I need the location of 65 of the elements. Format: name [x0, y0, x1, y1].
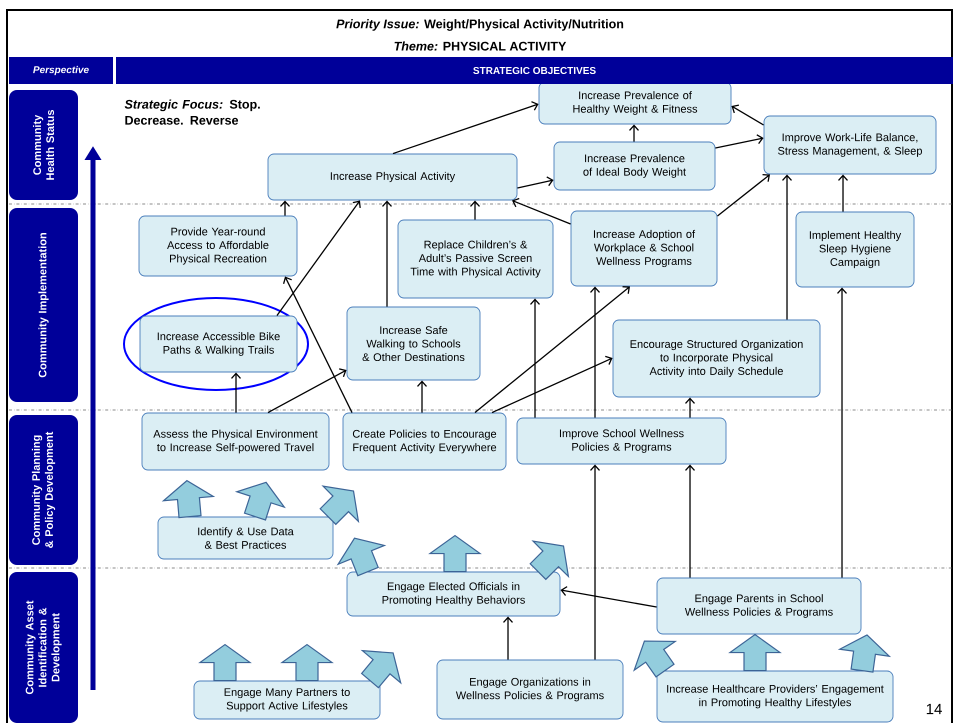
process-box: Engage Parents in School Wellness Policies & Programs	[656, 578, 862, 634]
title: Priority Issue: Weight/Physical Activity/Nutrition	[336, 19, 624, 31]
arrow	[282, 276, 353, 413]
process-box: Increase Physical Activity	[268, 154, 518, 200]
process-box: Increase Prevalence of Ideal Body Weight	[554, 142, 716, 190]
arrow	[590, 464, 600, 660]
process-box: Implement Healthy Sleep Hygiene Campaign	[796, 212, 914, 288]
process-box: Increase Prevalence of Healthy Weight & Fitness	[538, 82, 732, 124]
block-arrow	[838, 634, 892, 673]
arrow	[715, 134, 764, 149]
header-band: Perspective	[9, 57, 113, 84]
arrow	[231, 372, 241, 413]
block-arrow	[428, 534, 482, 572]
arrow	[717, 174, 770, 217]
process-box: Increase Safe Walking to Schools & Other Destinations	[346, 306, 480, 380]
arrow	[517, 176, 554, 189]
arrow	[530, 298, 540, 418]
arrow	[629, 124, 639, 142]
arrow	[392, 101, 539, 154]
arrow	[268, 368, 347, 414]
process-box: Create Policies to Encourage Frequent Activity Everywhere	[342, 412, 506, 470]
perspective-band: Community Health Status	[9, 90, 78, 200]
process-box: Replace Children’s & Adult’s Passive Screen Time with Physical Activity	[398, 220, 554, 298]
block-arrow	[280, 644, 334, 682]
arrow	[470, 200, 480, 220]
arrow	[280, 200, 290, 216]
process-box: Increase Accessible Bike Paths & Walking Trails	[140, 316, 298, 372]
process-box: Encourage Structured Organization to Incorporate Physical Activity into Daily Schedule	[612, 320, 820, 398]
process-box: Assess the Physical Environment to Increase Self-powered Travel	[142, 412, 330, 470]
arrow	[503, 616, 513, 660]
arrow	[590, 286, 600, 418]
process-box: Increase Healthcare Providers’ Engagement in Promoting Healthy Lifestyles	[656, 670, 894, 722]
process-box: Identify & Use Data & Best Practices	[158, 516, 334, 560]
arrow	[382, 200, 392, 307]
page-number: 14	[926, 704, 942, 714]
arrow	[837, 287, 847, 578]
arrow	[685, 464, 695, 578]
arrow	[512, 198, 571, 225]
block-arrow	[162, 480, 216, 518]
block-arrow	[360, 650, 402, 688]
perspective-band: Community Planning & Policy Development	[9, 415, 78, 565]
block-arrow	[198, 644, 252, 682]
process-box: Increase Adoption of Workplace & School Wellness Programs	[570, 210, 718, 286]
arrow	[474, 286, 630, 414]
block-arrow	[234, 482, 286, 521]
process-box: Improve Work-Life Balance, Stress Management, & Sleep	[764, 116, 936, 174]
process-box: Engage Organizations in Wellness Policies & Programs	[436, 660, 624, 720]
arrow	[685, 397, 695, 418]
process-box: Engage Elected Officials in Promoting Healthy Behaviors	[346, 572, 560, 616]
arrow	[417, 380, 427, 413]
process-box: Engage Many Partners to Support Active Lifestyles	[194, 680, 380, 720]
arrow	[560, 586, 657, 608]
arrow	[782, 174, 792, 320]
process-box: Provide Year-round Access to Affordable Physical Recreation	[138, 216, 298, 276]
process-box: Improve School Wellness Policies & Programs	[516, 418, 726, 464]
theme-heading: Theme: PHYSICAL ACTIVITY	[394, 41, 566, 51]
block-arrow	[336, 537, 386, 576]
arrow	[731, 104, 764, 126]
header-band: STRATEGIC OBJECTIVES	[116, 57, 953, 84]
block-arrow	[728, 634, 782, 672]
arrow	[492, 356, 613, 414]
focus-note: Strategic Focus: Stop. Decrease. Reverse	[124, 100, 260, 125]
perspective-band: Community Implementation	[9, 208, 78, 402]
perspective-band: Community Asset Identification & Development	[9, 572, 78, 723]
arrow	[838, 174, 848, 212]
